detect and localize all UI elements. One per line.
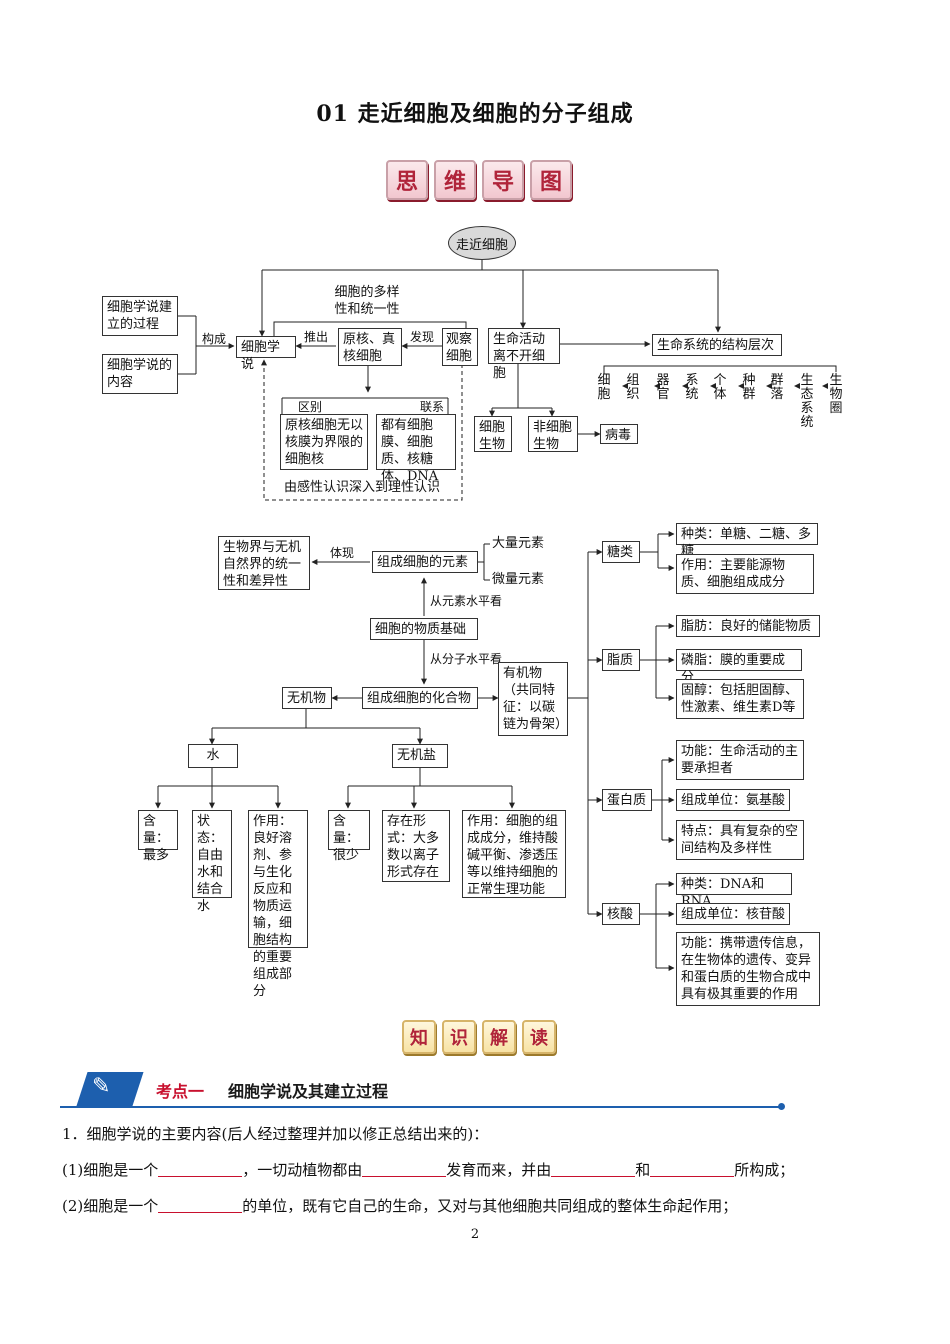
node-root: 走近细胞 — [448, 226, 516, 260]
question-1: 1．细胞学说的主要内容(后人经过整理并加以修正总结出来的)： — [62, 1125, 489, 1143]
section-tag: 考点一 — [156, 1082, 205, 1101]
node-lipid: 脂质 — [602, 649, 640, 671]
q1a-text: (1)细胞是一个 — [62, 1161, 159, 1179]
banner-char: 识 — [442, 1020, 476, 1054]
level-item: 组织 — [626, 373, 640, 402]
node-levels-title: 生命系统的结构层次 — [652, 334, 782, 356]
label-trace: 微量元素 — [492, 572, 545, 587]
notepad-icon: ✎ — [92, 1074, 111, 1099]
label-diff: 区别 — [298, 400, 323, 414]
q1b-text: 的单位，既有它自己的生命，又对与其他细胞共同组成的整体生命起作用； — [242, 1197, 738, 1215]
banner-char: 导 — [482, 160, 524, 200]
banner-char: 解 — [482, 1020, 516, 1054]
label-major: 大量元素 — [492, 536, 545, 551]
node-water-amount: 含量：最多 — [138, 810, 178, 863]
node-nucleic-func: 功能：携带遗传信息，在生物体的遗传、变异和蛋白质的生物合成中具有极其重要的作用 — [676, 932, 820, 1006]
node-sugar-kind: 种类：单糖、二糖、多糖 — [676, 523, 818, 559]
level-item: 生物圈 — [829, 373, 843, 416]
node-diff: 原核细胞无以核膜为界限的细胞核 — [280, 414, 368, 470]
question-1a: (1)细胞是一个 ，一切动植物都由 发育而来，并由 和 所构成； — [62, 1160, 794, 1180]
section-name: 细胞学说及其建立过程 — [228, 1082, 389, 1101]
node-organic: 有机物（共同特征：以碳链为骨架） — [498, 662, 568, 736]
node-theory-content: 细胞学说的内容 — [102, 354, 178, 394]
label-reflect: 体现 — [330, 546, 355, 560]
level-item: 生态系统 — [800, 373, 814, 430]
q1a-text: 和 — [635, 1161, 651, 1179]
page-title: 01 走近细胞及细胞的分子组成 — [316, 101, 634, 127]
node-compounds: 组成细胞的化合物 — [362, 687, 478, 709]
level-item: 种群 — [742, 373, 756, 402]
node-nucleic-kind: 种类：DNA和RNA — [676, 873, 792, 909]
q1b-text: (2)细胞是一个 — [62, 1197, 159, 1215]
node-nucleic-unit: 组成单位：核苷酸 — [676, 903, 790, 925]
q1a-text: 发育而来，并由 — [446, 1161, 552, 1179]
node-fat: 脂肪：良好的储能物质 — [676, 615, 820, 637]
q1a-text: ，一切动植物都由 — [242, 1161, 363, 1179]
label-diversity: 细胞的多样性和统一性 — [334, 285, 400, 317]
node-salt-func: 作用：细胞的组成成分，维持酸碱平衡、渗透压等以维持细胞的正常生理功能 — [462, 810, 566, 898]
label-link: 联系 — [420, 400, 445, 414]
page-number: 2 — [470, 1227, 480, 1242]
node-protein: 蛋白质 — [602, 789, 652, 811]
q1a-text: 所构成； — [734, 1161, 795, 1179]
node-observe: 观察细胞 — [442, 328, 478, 366]
level-item: 群落 — [770, 373, 784, 402]
blank-field[interactable] — [362, 1160, 447, 1177]
node-material: 细胞的物质基础 — [370, 618, 478, 640]
banner-char: 思 — [386, 160, 428, 200]
node-salt-amount: 含量：很少 — [328, 810, 370, 863]
node-salt-form: 存在形式：大多数以离子形式存在 — [382, 810, 450, 882]
node-protein-trait: 特点：具有复杂的空间结构及多样性 — [676, 820, 804, 860]
label-derive: 推出 — [304, 330, 329, 344]
node-theory-process: 细胞学说建立的过程 — [102, 296, 178, 336]
banner-char: 读 — [522, 1020, 556, 1054]
node-water: 水 — [188, 744, 238, 768]
label-elem-level: 从元素水平看 — [430, 594, 503, 608]
blank-field[interactable] — [551, 1160, 636, 1177]
node-elements: 组成细胞的元素 — [372, 551, 478, 573]
node-unity: 生物界与无机自然界的统一性和差异性 — [218, 536, 310, 590]
section-underline-end — [778, 1103, 785, 1110]
level-item: 系统 — [685, 373, 699, 402]
node-nucleic: 核酸 — [602, 903, 640, 925]
node-cell-org: 细胞生物 — [474, 416, 512, 452]
level-item: 个体 — [713, 373, 727, 402]
banner-char: 图 — [530, 160, 572, 200]
label-compose: 构成 — [202, 332, 227, 346]
question-1b: (2)细胞是一个 的单位，既有它自己的生命，又对与其他细胞共同组成的整体生命起作用… — [62, 1196, 737, 1216]
node-noncell-org: 非细胞生物 — [528, 416, 578, 452]
node-link: 都有细胞膜、细胞质、核糖体、DNA — [376, 414, 456, 484]
node-water-func: 作用：良好溶剂、参与生化反应和物质运输，细胞结构的重要组成部分 — [248, 810, 308, 999]
node-cell-theory: 细胞学说 — [236, 336, 296, 372]
node-protein-func: 功能：生命活动的主要承担者 — [676, 740, 804, 780]
node-protein-unit: 组成单位：氨基酸 — [676, 789, 790, 811]
node-sugar-func: 作用：主要能源物质、细胞组成成分 — [676, 554, 814, 594]
section-header: ✎ 考点一 细胞学说及其建立过程 — [60, 1068, 788, 1110]
section-underline — [60, 1106, 782, 1108]
label-discover: 发现 — [410, 330, 435, 344]
banner-mindmap: 思 维 导 图 — [386, 160, 572, 200]
node-sterol: 固醇：包括胆固醇、性激素、维生素D等 — [676, 679, 804, 719]
node-pro-eu: 原核、真核细胞 — [338, 328, 402, 366]
node-virus: 病毒 — [600, 424, 638, 444]
blank-field[interactable] — [158, 1160, 243, 1177]
blank-field[interactable] — [158, 1196, 243, 1213]
level-item: 器官 — [656, 373, 670, 402]
label-perception: 由感性认识深入到理性认识 — [284, 480, 441, 495]
blank-field[interactable] — [650, 1160, 735, 1177]
node-salt: 无机盐 — [392, 744, 448, 768]
node-water-state: 状态：自由水和结合水 — [192, 810, 232, 914]
banner-knowledge: 知 识 解 读 — [402, 1020, 556, 1054]
node-phospholipid: 磷脂：膜的重要成分 — [676, 649, 802, 685]
banner-char: 维 — [434, 160, 476, 200]
node-life-activity: 生命活动离不开细胞 — [488, 328, 560, 381]
node-inorganic: 无机物 — [282, 687, 332, 709]
label-mol-level: 从分子水平看 — [430, 652, 503, 666]
banner-char: 知 — [402, 1020, 436, 1054]
level-item: 细胞 — [597, 373, 611, 402]
node-sugar: 糖类 — [602, 541, 640, 563]
